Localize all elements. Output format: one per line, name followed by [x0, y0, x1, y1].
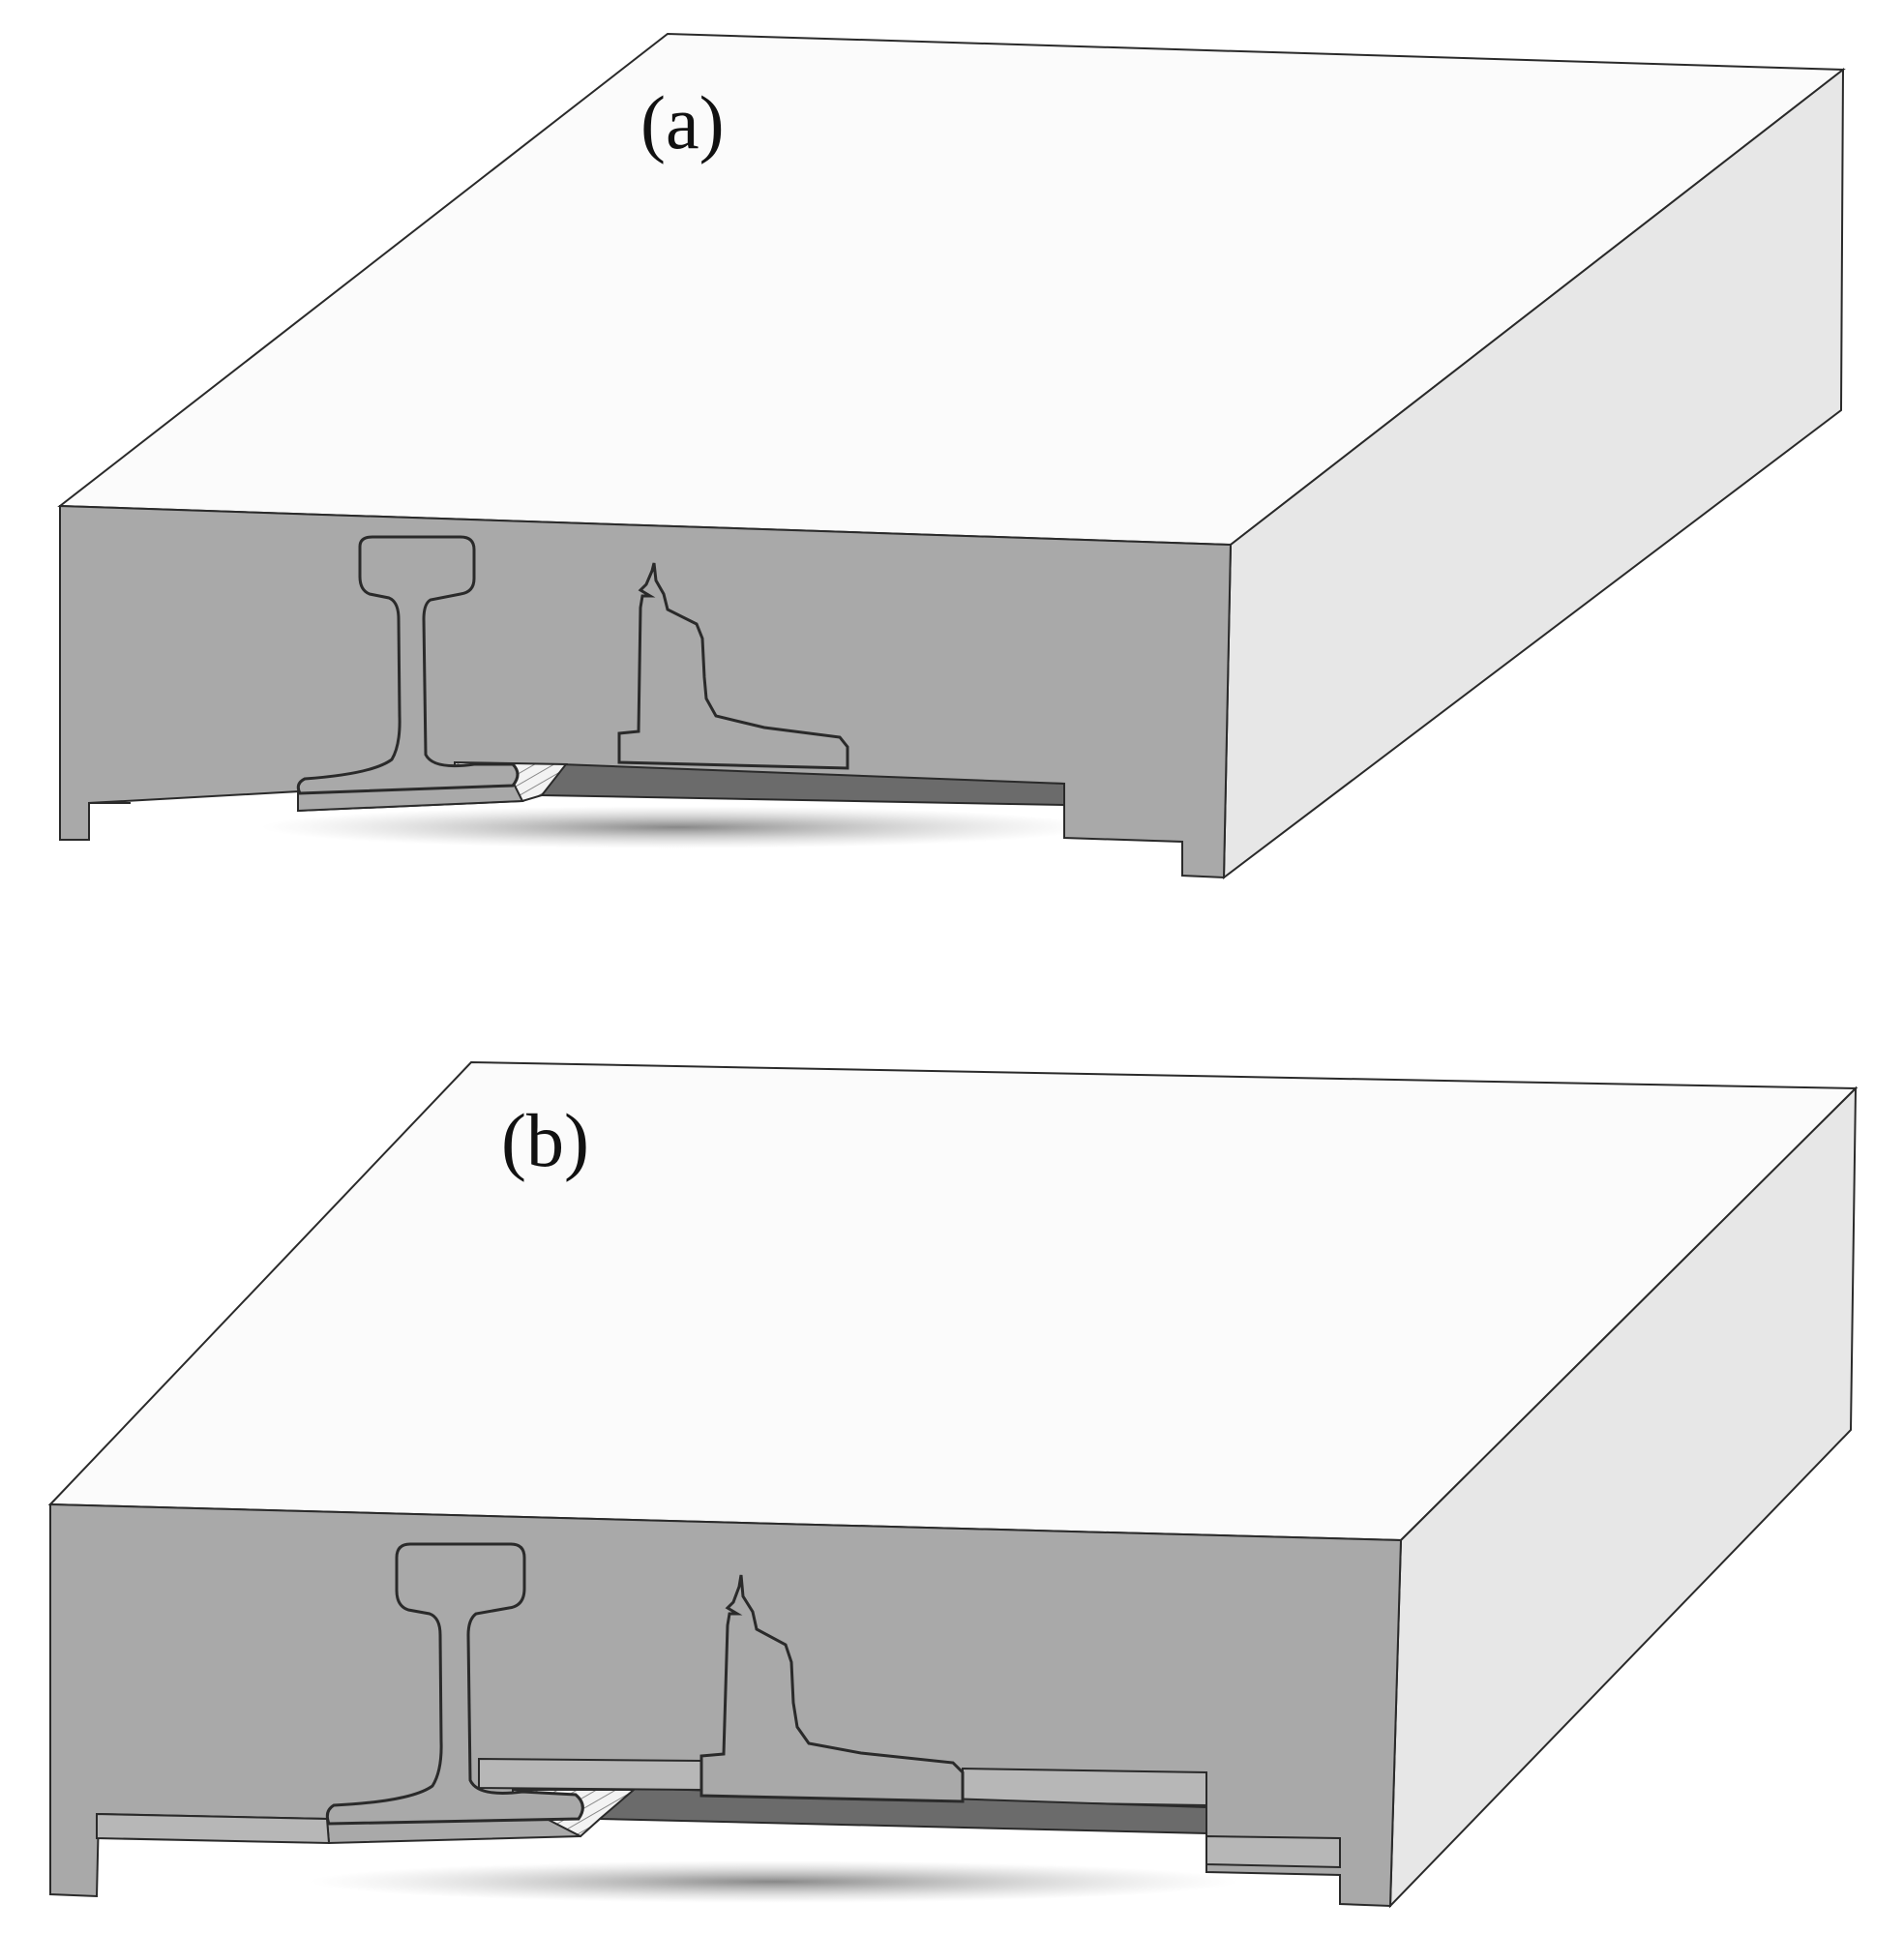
panel-b-shadow: [310, 1860, 1238, 1903]
panel-b-right-plate: [1205, 1834, 1341, 1869]
panel-b-rail: [325, 1542, 584, 1826]
panel-a-rail: [296, 535, 520, 795]
panel-b-label: (b): [501, 1098, 589, 1182]
panel-b: [47, 1060, 1859, 1909]
panel-b-left-plate: [96, 1812, 331, 1845]
panel-a-guard: [617, 562, 849, 770]
panel-b-mid-plate: [478, 1757, 702, 1792]
panel-a-shadow: [261, 806, 1093, 848]
panel-a-label: (a): [640, 80, 725, 164]
panel-a: [57, 32, 1846, 880]
panel-b-guard: [699, 1574, 965, 1803]
